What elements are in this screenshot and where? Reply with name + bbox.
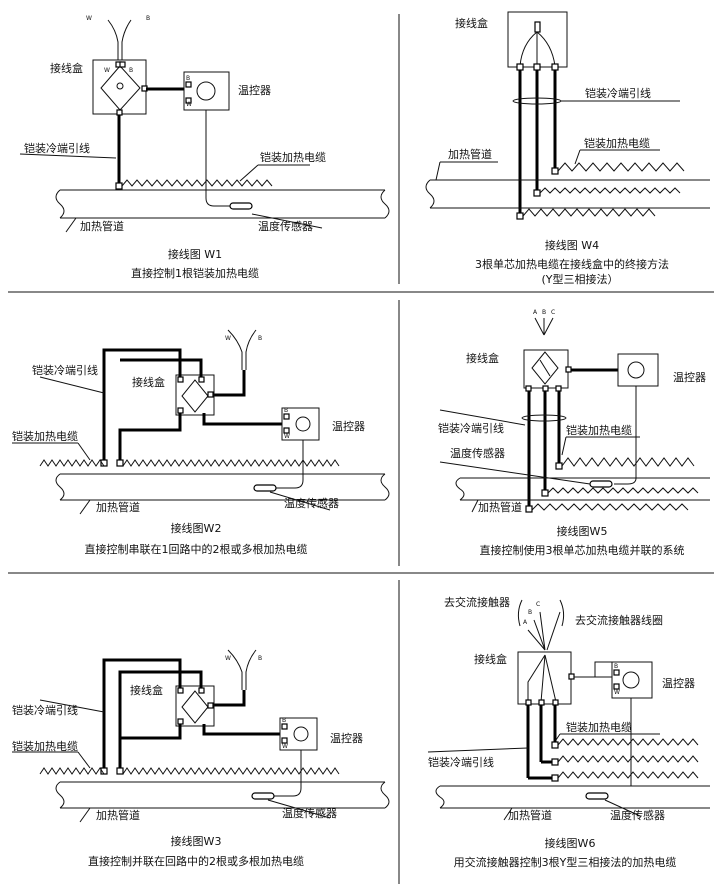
w4-pipe-label: 加热管道 — [448, 147, 492, 161]
w1-thermostat-b: B — [186, 75, 190, 82]
w6-caption-title: 接线图W6 — [545, 836, 596, 850]
w5-cold-lead-label: 铠装冷端引线 — [438, 421, 504, 435]
w3-pipe-label: 加热管道 — [96, 808, 140, 822]
w2-thermostat-w: W — [284, 433, 290, 440]
w2-supply-w-label: W — [225, 335, 231, 342]
w3-supply-b-label: B — [258, 655, 262, 662]
w3-junction-box-label: 接线盒 — [130, 683, 163, 697]
w1-heating-cable-label: 铠装加热电缆 — [260, 150, 326, 164]
w6-thermostat-w: W — [614, 689, 620, 696]
w5-caption-desc: 直接控制使用3根单芯加热电缆并联的系统 — [480, 543, 685, 557]
w3-thermostat — [279, 717, 318, 751]
w6-contactor-coil-label: 去交流接触器线圈 — [575, 613, 663, 627]
w6-b-label: B — [528, 609, 532, 616]
w2-sensor-label: 温度传感器 — [284, 496, 339, 510]
w6-a-label: A — [523, 619, 528, 626]
w6-junction-box-label: 接线盒 — [474, 652, 507, 666]
w3-thermostat-b: B — [282, 717, 286, 724]
w5-junction-box-label: 接线盒 — [466, 351, 499, 365]
w2-junction-box-label: 接线盒 — [132, 375, 165, 389]
diagram-w1: W B W B 接线盒 B W 温控器 铠装冷端引线 铠装加热电缆 — [19, 15, 390, 280]
w4-caption-note: (Y型三相接法） — [541, 272, 618, 286]
w1-sensor-label: 温度传感器 — [258, 219, 313, 233]
w2-thermostat — [281, 407, 320, 441]
w2-thermostat-label: 温控器 — [332, 419, 365, 433]
w5-sensor-label: 温度传感器 — [450, 446, 505, 460]
w6-c-label: C — [536, 601, 540, 608]
w1-supply-w-label: W — [86, 15, 92, 22]
w3-caption-title: 接线图W3 — [171, 834, 222, 848]
w1-junction-box-label: 接线盒 — [50, 61, 83, 75]
w1-box-w: W — [104, 67, 110, 74]
w6-sensor-label: 温度传感器 — [610, 808, 665, 822]
w2-heating-cable-label: 铠装加热电缆 — [12, 429, 78, 443]
w4-caption-title: 接线图 W4 — [545, 238, 599, 252]
w3-thermostat-w: W — [282, 743, 288, 750]
w4-junction-box-label: 接线盒 — [455, 16, 488, 30]
w3-thermostat-label: 温控器 — [330, 731, 363, 745]
w5-c-label: C — [551, 309, 555, 316]
diagram-w4: 接线盒 铠装冷端引线 铠装加热电缆 加热管道 接线图 W4 3根单芯加热电缆在接… — [425, 11, 710, 286]
w4-caption-desc: 3根单芯加热电缆在接线盒中的终接方法 — [475, 257, 669, 271]
w6-contactor-label: 去交流接触器 — [444, 595, 510, 609]
w3-heating-cable-label: 铠装加热电缆 — [12, 739, 78, 753]
w1-pipe-label: 加热管道 — [80, 219, 124, 233]
w1-caption-title: 接线图 W1 — [168, 247, 222, 261]
w3-sensor-label: 温度传感器 — [282, 806, 337, 820]
w5-pipe-label: 加热管道 — [478, 500, 522, 514]
diagram-w2: W B 接线盒 铠装冷端引线 B W 温控器 铠装加热电缆 温度传感器 加热管道… — [12, 329, 390, 556]
w1-thermostat-w: W — [186, 101, 192, 108]
w1-thermostat — [183, 71, 230, 111]
w4-heating-cable-label: 铠装加热电缆 — [584, 136, 650, 150]
w5-thermostat-label: 温控器 — [673, 370, 706, 384]
w6-pipe-label: 加热管道 — [508, 808, 552, 822]
w5-caption-title: 接线图W5 — [557, 524, 608, 538]
w6-thermostat-label: 温控器 — [662, 676, 695, 690]
w1-caption-desc: 直接控制1根铠装加热电缆 — [131, 266, 259, 280]
w1-junction-box — [92, 59, 147, 115]
diagram-w3: W B 接线盒 铠装冷端引线 B W 温控器 铠装加热电缆 温度传感器 加热管道… — [12, 649, 390, 868]
w5-b-label: B — [542, 309, 546, 316]
w2-thermostat-b: B — [284, 407, 288, 414]
w6-heating-cable-label: 铠装加热电缆 — [566, 720, 632, 734]
w5-thermostat — [617, 353, 659, 387]
diagram-w5: A B C 接线盒 温控器 铠装冷端引线 铠装加热电缆 温度传感器 加热管道 接… — [438, 309, 710, 557]
w6-caption-desc: 用交流接触器控制3根Y型三相接法的加热电缆 — [454, 855, 677, 869]
w2-caption-title: 接线图W2 — [171, 521, 222, 535]
w6-cold-lead-label: 铠装冷端引线 — [428, 755, 494, 769]
w3-caption-desc: 直接控制并联在回路中的2根或多根加热电缆 — [88, 854, 304, 868]
w2-caption-desc: 直接控制串联在1回路中的2根或多根加热电缆 — [85, 542, 308, 556]
w4-cold-lead-label: 铠装冷端引线 — [585, 86, 651, 100]
w1-supply-b-label: B — [146, 15, 150, 22]
diagram-w6: 去交流接触器 A B C 去交流接触器线圈 接线盒 B W 温控器 铠装加热电缆… — [427, 595, 710, 869]
w1-thermostat-label: 温控器 — [238, 83, 271, 97]
w2-cold-lead-label: 铠装冷端引线 — [32, 363, 98, 377]
w5-a-label: A — [533, 309, 538, 316]
w3-cold-lead-label: 铠装冷端引线 — [12, 703, 78, 717]
w3-supply-w-label: W — [225, 655, 231, 662]
w2-pipe-label: 加热管道 — [96, 500, 140, 514]
w2-supply-b-label: B — [258, 335, 262, 342]
w6-thermostat — [611, 661, 653, 699]
w1-cold-lead-label: 铠装冷端引线 — [24, 141, 90, 155]
w1-box-b: B — [129, 67, 133, 74]
w6-thermostat-b: B — [614, 663, 618, 670]
w5-heating-cable-label: 铠装加热电缆 — [566, 423, 632, 437]
